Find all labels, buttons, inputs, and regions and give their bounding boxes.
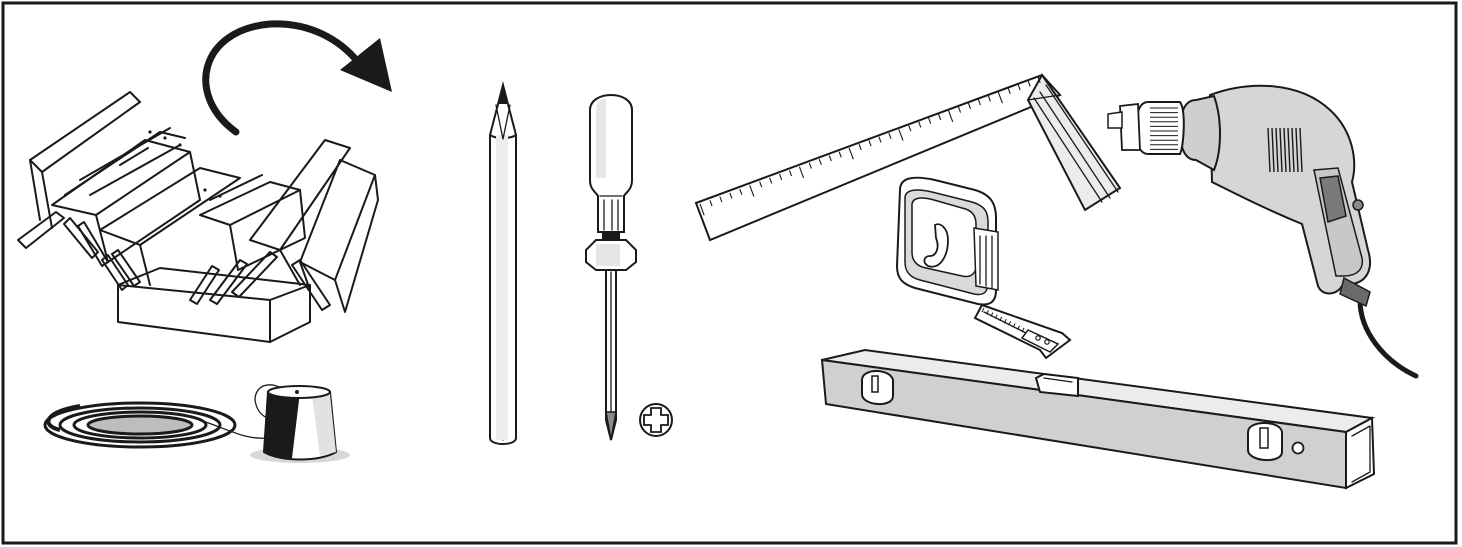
- tick-mark: [1283, 127, 1287, 173]
- tick-mark: [1279, 127, 1283, 173]
- tick-mark: [1037, 76, 1041, 83]
- tick-mark: [1021, 327, 1025, 333]
- tick-mark: [999, 316, 1003, 322]
- tick-mark: [1017, 325, 1021, 331]
- tick-mark: [1017, 84, 1021, 91]
- tick-mark: [868, 140, 872, 147]
- tick-mark: [948, 110, 954, 123]
- tick-mark: [1291, 127, 1295, 173]
- tick-mark: [878, 136, 882, 143]
- tick-mark: [788, 170, 793, 177]
- tick-mark: [957, 106, 962, 113]
- tick-mark: [828, 155, 832, 162]
- tick-mark: [1299, 127, 1303, 173]
- tick-mark: [928, 117, 932, 124]
- tick-mark: [1267, 127, 1271, 173]
- tick-mark: [981, 307, 985, 313]
- tick-mark: [994, 314, 998, 319]
- try-square-icon: [694, 73, 1122, 242]
- tick-mark: [709, 200, 713, 207]
- tick-mark: [719, 196, 723, 203]
- phillips-head-symbol-icon: [639, 403, 673, 437]
- tick-mark: [1275, 127, 1279, 173]
- tick-mark: [838, 151, 842, 158]
- tick-mark: [1008, 321, 1012, 326]
- tick-mark: [808, 162, 812, 169]
- tick-mark: [967, 102, 972, 109]
- tick-mark: [990, 312, 994, 317]
- tick-mark: [888, 132, 892, 139]
- curved-arrow-icon: [202, 20, 392, 136]
- tape-ticks: [981, 307, 1025, 333]
- power-drill-icon: [1107, 84, 1419, 379]
- toolbox-icon: [17, 91, 379, 343]
- tick-mark: [749, 185, 755, 197]
- tick-mark: [1012, 323, 1016, 328]
- tick-mark: [729, 192, 733, 199]
- tick-mark: [818, 158, 822, 166]
- phillips-screwdriver-icon: [585, 94, 637, 441]
- pencil-icon: [489, 81, 517, 445]
- tick-mark: [1007, 88, 1011, 95]
- tick-mark: [938, 114, 942, 121]
- tick-mark: [985, 309, 989, 315]
- tick-mark: [798, 166, 805, 179]
- try-square-ticks: [699, 76, 1041, 216]
- tick-mark: [848, 147, 854, 160]
- tick-mark: [987, 95, 991, 102]
- chuck-ridges: [1150, 107, 1178, 150]
- tick-mark: [977, 99, 981, 106]
- drill-vents: [1267, 127, 1303, 173]
- tick-mark: [908, 125, 912, 132]
- plumb-bob-icon: [43, 384, 350, 463]
- tick-mark: [769, 177, 773, 184]
- tick-mark: [1027, 80, 1031, 87]
- tick-mark: [779, 173, 783, 180]
- tick-mark: [739, 188, 743, 195]
- tick-mark: [858, 144, 862, 151]
- tick-mark: [918, 121, 922, 128]
- tape-measure-icon: [895, 176, 1072, 360]
- tick-mark: [997, 91, 1003, 104]
- tick-mark: [1003, 318, 1007, 324]
- tick-mark: [898, 129, 904, 141]
- tick-mark: [1287, 127, 1291, 173]
- tick-mark: [1271, 127, 1275, 173]
- tick-mark: [1295, 127, 1299, 173]
- tick-mark: [759, 181, 763, 188]
- spirit-level-icon: [820, 348, 1376, 490]
- tick-mark: [699, 203, 705, 216]
